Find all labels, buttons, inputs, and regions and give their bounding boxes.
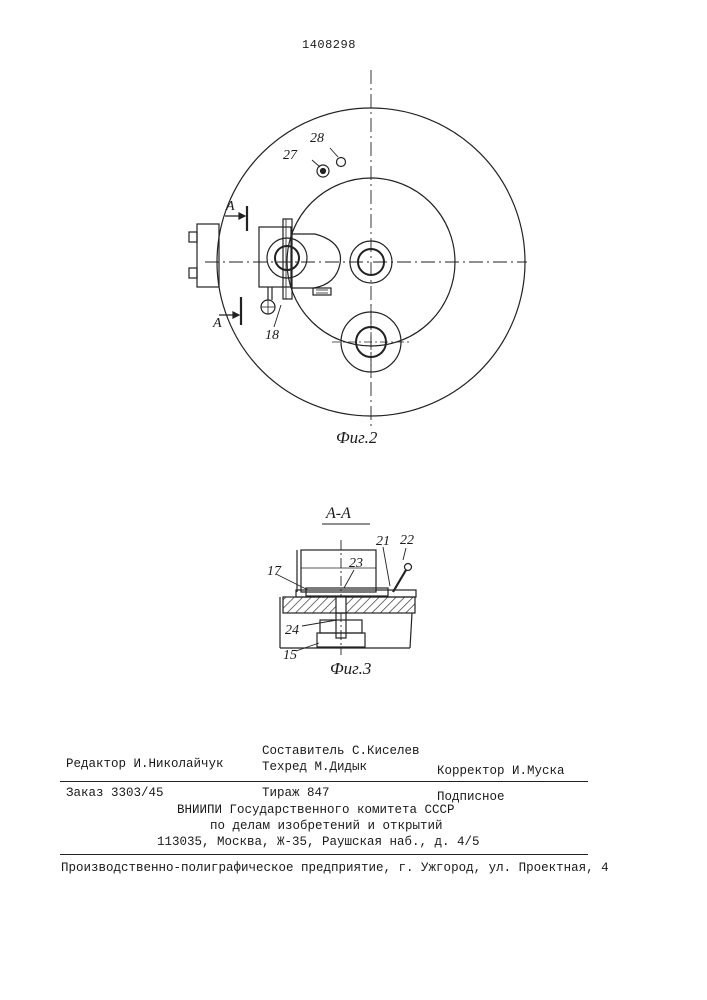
order-line: Заказ 3303/45 (66, 786, 164, 800)
compiler-line: Составитель С.Киселев (262, 744, 420, 758)
part-label-22: 22 (400, 533, 414, 549)
figure-2-caption: Фиг.2 (336, 428, 377, 448)
corrector-line: Корректор И.Муска (437, 764, 565, 778)
part-label-18: 18 (265, 328, 279, 344)
part-28-circle (337, 158, 346, 167)
org-line-3: 113035, Москва, Ж-35, Раушская наб., д. … (157, 835, 480, 849)
circulation-line: Тираж 847 (262, 786, 330, 800)
imprint-divider-top (60, 781, 588, 782)
figure-2-drawing (189, 70, 527, 430)
housing (301, 550, 376, 592)
part-label-28: 28 (310, 131, 324, 147)
part-label-17: 17 (267, 564, 281, 580)
left-external-unit (197, 224, 219, 287)
section-mark-upper: A (226, 199, 235, 215)
editor-line: Редактор И.Николайчук (66, 757, 224, 771)
part-label-23: 23 (349, 556, 363, 572)
part-label-15: 15 (283, 648, 297, 664)
printer-line: Производственно-полиграфическое предприя… (61, 861, 609, 875)
org-line-2: по делам изобретений и открытий (210, 819, 443, 833)
techred-line: Техред М.Дидык (262, 760, 367, 774)
lever-22 (393, 570, 406, 592)
section-mark-lower: A (213, 316, 222, 332)
figure-3-caption: Фиг.3 (330, 659, 371, 679)
org-line-1: ВНИИПИ Государственного комитета СССР (177, 803, 455, 817)
part-label-24: 24 (285, 623, 299, 639)
section-title: А-А (326, 505, 351, 523)
part-label-27: 27 (283, 148, 297, 164)
part-label-21: 21 (376, 534, 390, 550)
subscription-line: Подписное (437, 790, 505, 804)
imprint-divider-bottom (60, 854, 588, 855)
plate-section (283, 597, 415, 613)
